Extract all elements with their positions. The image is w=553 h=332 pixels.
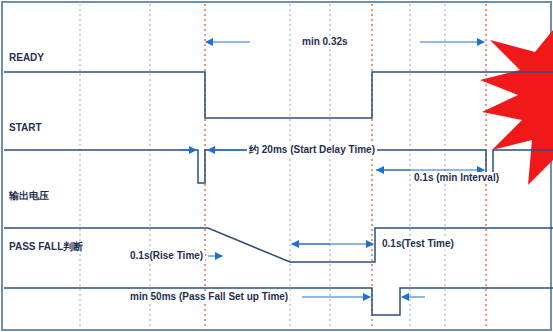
- signal-name: READY: [7, 52, 46, 64]
- signal-name: PASS FALL判断: [7, 241, 85, 253]
- timing-label: min 50ms (Pass Fall Set up Time): [128, 291, 290, 303]
- timing-label: 约 20ms (Start Delay Time): [247, 144, 377, 156]
- starburst: [480, 30, 553, 185]
- signal-name: START: [7, 122, 44, 134]
- timing-label: 0.1s (min Interval): [412, 172, 501, 184]
- signal-name: 输出电压: [7, 190, 51, 202]
- timing-label: 0.1s(Test Time): [380, 238, 456, 250]
- dimension-label: min 0.32s: [300, 36, 350, 48]
- timing-label: 0.1s(Rise Time): [128, 250, 205, 262]
